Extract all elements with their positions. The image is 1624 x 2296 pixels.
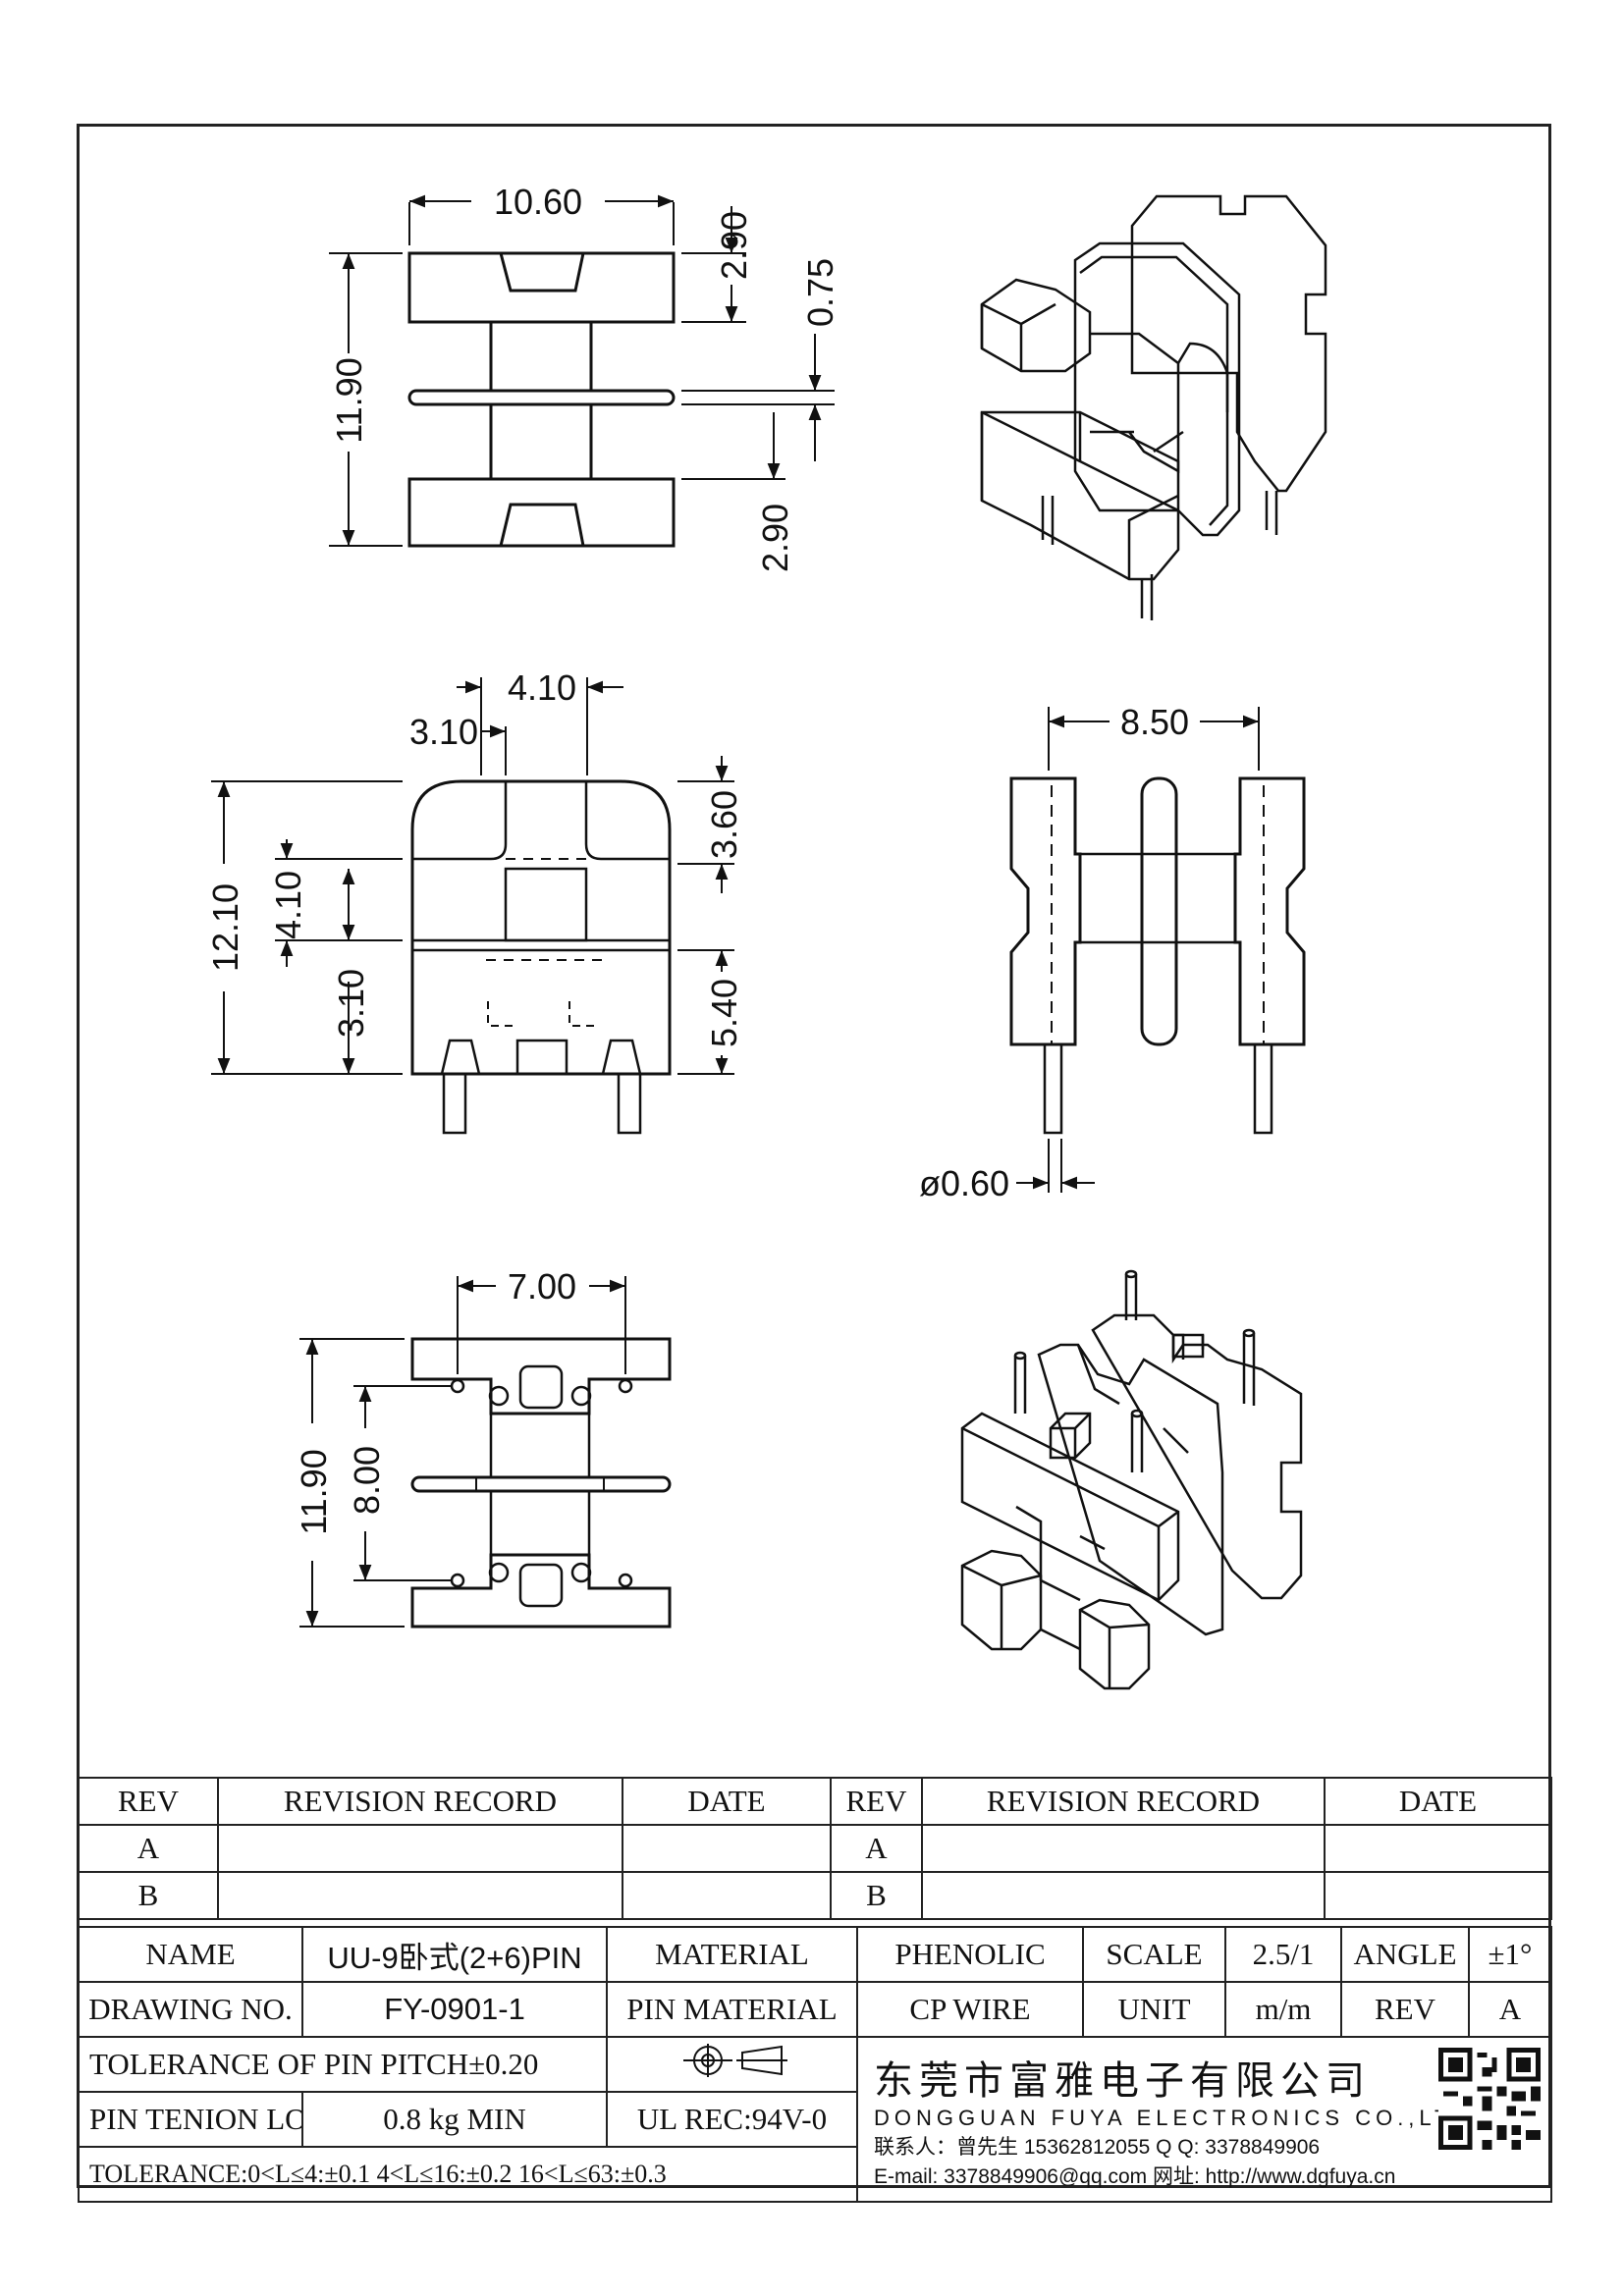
dim-front-height: 11.90 xyxy=(329,357,369,443)
front-view xyxy=(329,194,835,548)
company-contact: 联系人：曾先生 15362812055 Q Q: 3378849906 xyxy=(874,2136,1321,2159)
unit-value: m/m xyxy=(1224,1981,1342,2038)
table-row: A A xyxy=(78,1824,1552,1873)
dim-side-top-width: 4.10 xyxy=(508,667,576,708)
general-tolerance: TOLERANCE:0<L≤4:±0.1 4<L≤16:±0.2 16<L≤63… xyxy=(78,2146,858,2203)
scale-value: 2.5/1 xyxy=(1224,1926,1342,1983)
dim-side-inner-width: 3.10 xyxy=(409,712,478,752)
qr-code-icon xyxy=(1438,2048,1541,2150)
rev-cell: A xyxy=(78,1824,219,1873)
pin-material-label: PIN MATERIAL xyxy=(606,1981,858,2038)
projection-symbol xyxy=(606,2036,858,2093)
dim-side-upper: 4.10 xyxy=(268,871,308,939)
revision-cell xyxy=(921,1824,1326,1873)
end-view xyxy=(1009,707,1306,1193)
date-cell xyxy=(622,1824,832,1873)
date-cell xyxy=(1324,1824,1552,1873)
revision-record-header-2: REVISION RECORD xyxy=(921,1777,1326,1826)
side-view xyxy=(211,677,734,1135)
revision-cell xyxy=(217,1824,623,1873)
rev-cell: B xyxy=(830,1871,923,1920)
rev-header: REV xyxy=(78,1777,219,1826)
company-name-cn: 东莞市富雅电子有限公司 xyxy=(874,2059,1371,2103)
isometric-view-bottom xyxy=(960,1269,1303,1690)
ul-rec: UL REC:94V-0 xyxy=(606,2091,858,2148)
revision-table: REV REVISION RECORD DATE REV REVISION RE… xyxy=(78,1777,1552,1920)
company-email-web: E-mail: 3378849906@qq.com 网址: http://www… xyxy=(874,2165,1396,2188)
dim-side-bottom: 5.40 xyxy=(704,979,744,1047)
date-header-2: DATE xyxy=(1324,1777,1552,1826)
date-cell xyxy=(622,1871,832,1920)
dim-side-slot: 3.10 xyxy=(331,969,371,1038)
name-value: UU-9卧式(2+6)PIN xyxy=(301,1926,608,1983)
isometric-view-top xyxy=(980,194,1327,620)
dim-center-flange: 0.75 xyxy=(800,258,840,327)
material-value: PHENOLIC xyxy=(856,1926,1084,1983)
dim-pin-row: 8.00 xyxy=(347,1446,387,1515)
rev-cell: B xyxy=(78,1871,219,1920)
pin-pitch-tolerance: TOLERANCE OF PIN PITCH±0.20 xyxy=(78,2036,608,2093)
drawing-no-value: FY-0901-1 xyxy=(301,1981,608,2038)
dim-flange-top: 2.90 xyxy=(714,211,754,280)
pin-tension-value: 0.8 kg MIN xyxy=(301,2091,608,2148)
drawing-no-label: DRAWING NO. xyxy=(78,1981,303,2038)
scale-label: SCALE xyxy=(1082,1926,1226,1983)
unit-label: UNIT xyxy=(1082,1981,1226,2038)
revision-cell xyxy=(217,1871,623,1920)
dim-end-width: 8.50 xyxy=(1120,702,1189,742)
company-info: 东莞市富雅电子有限公司 DONGGUAN FUYA ELECTRONICS CO… xyxy=(856,2036,1552,2203)
pin-material-value: CP WIRE xyxy=(856,1981,1084,2038)
rev-cell: A xyxy=(830,1824,923,1873)
dim-side-top: 3.60 xyxy=(704,790,744,859)
revision-record-header: REVISION RECORD xyxy=(217,1777,623,1826)
angle-label: ANGLE xyxy=(1340,1926,1470,1983)
dim-pin-diameter: ø0.60 xyxy=(919,1163,1009,1203)
rev-header-2: REV xyxy=(830,1777,923,1826)
dim-top-width: 10.60 xyxy=(494,182,582,222)
date-header: DATE xyxy=(622,1777,832,1826)
company-name-en: DONGGUAN FUYA ELECTRONICS CO.,LTD xyxy=(874,2106,1474,2130)
dim-flange-bottom: 2.90 xyxy=(755,504,795,572)
dim-side-height: 12.10 xyxy=(205,883,245,972)
table-row: B B xyxy=(78,1871,1552,1920)
rev-value: A xyxy=(1468,1981,1552,2038)
third-angle-projection-icon xyxy=(682,2044,787,2077)
date-cell xyxy=(1324,1871,1552,1920)
material-label: MATERIAL xyxy=(606,1926,858,1983)
title-block: NAME UU-9卧式(2+6)PIN MATERIAL PHENOLIC SC… xyxy=(78,1926,1552,2203)
revision-cell xyxy=(921,1871,1326,1920)
name-label: NAME xyxy=(78,1926,303,1983)
dim-bottom-height: 11.90 xyxy=(294,1449,334,1534)
angle-value: ±1° xyxy=(1468,1926,1552,1983)
dimension-labels: 10.60 11.90 2.90 0.75 2.90 4.10 3.10 12.… xyxy=(205,182,1189,1535)
pin-tension-label: PIN TENION LOAD xyxy=(78,2091,303,2148)
bottom-view xyxy=(299,1276,672,1629)
dim-pin-pitch: 7.00 xyxy=(508,1266,576,1307)
rev-label: REV xyxy=(1340,1981,1470,2038)
